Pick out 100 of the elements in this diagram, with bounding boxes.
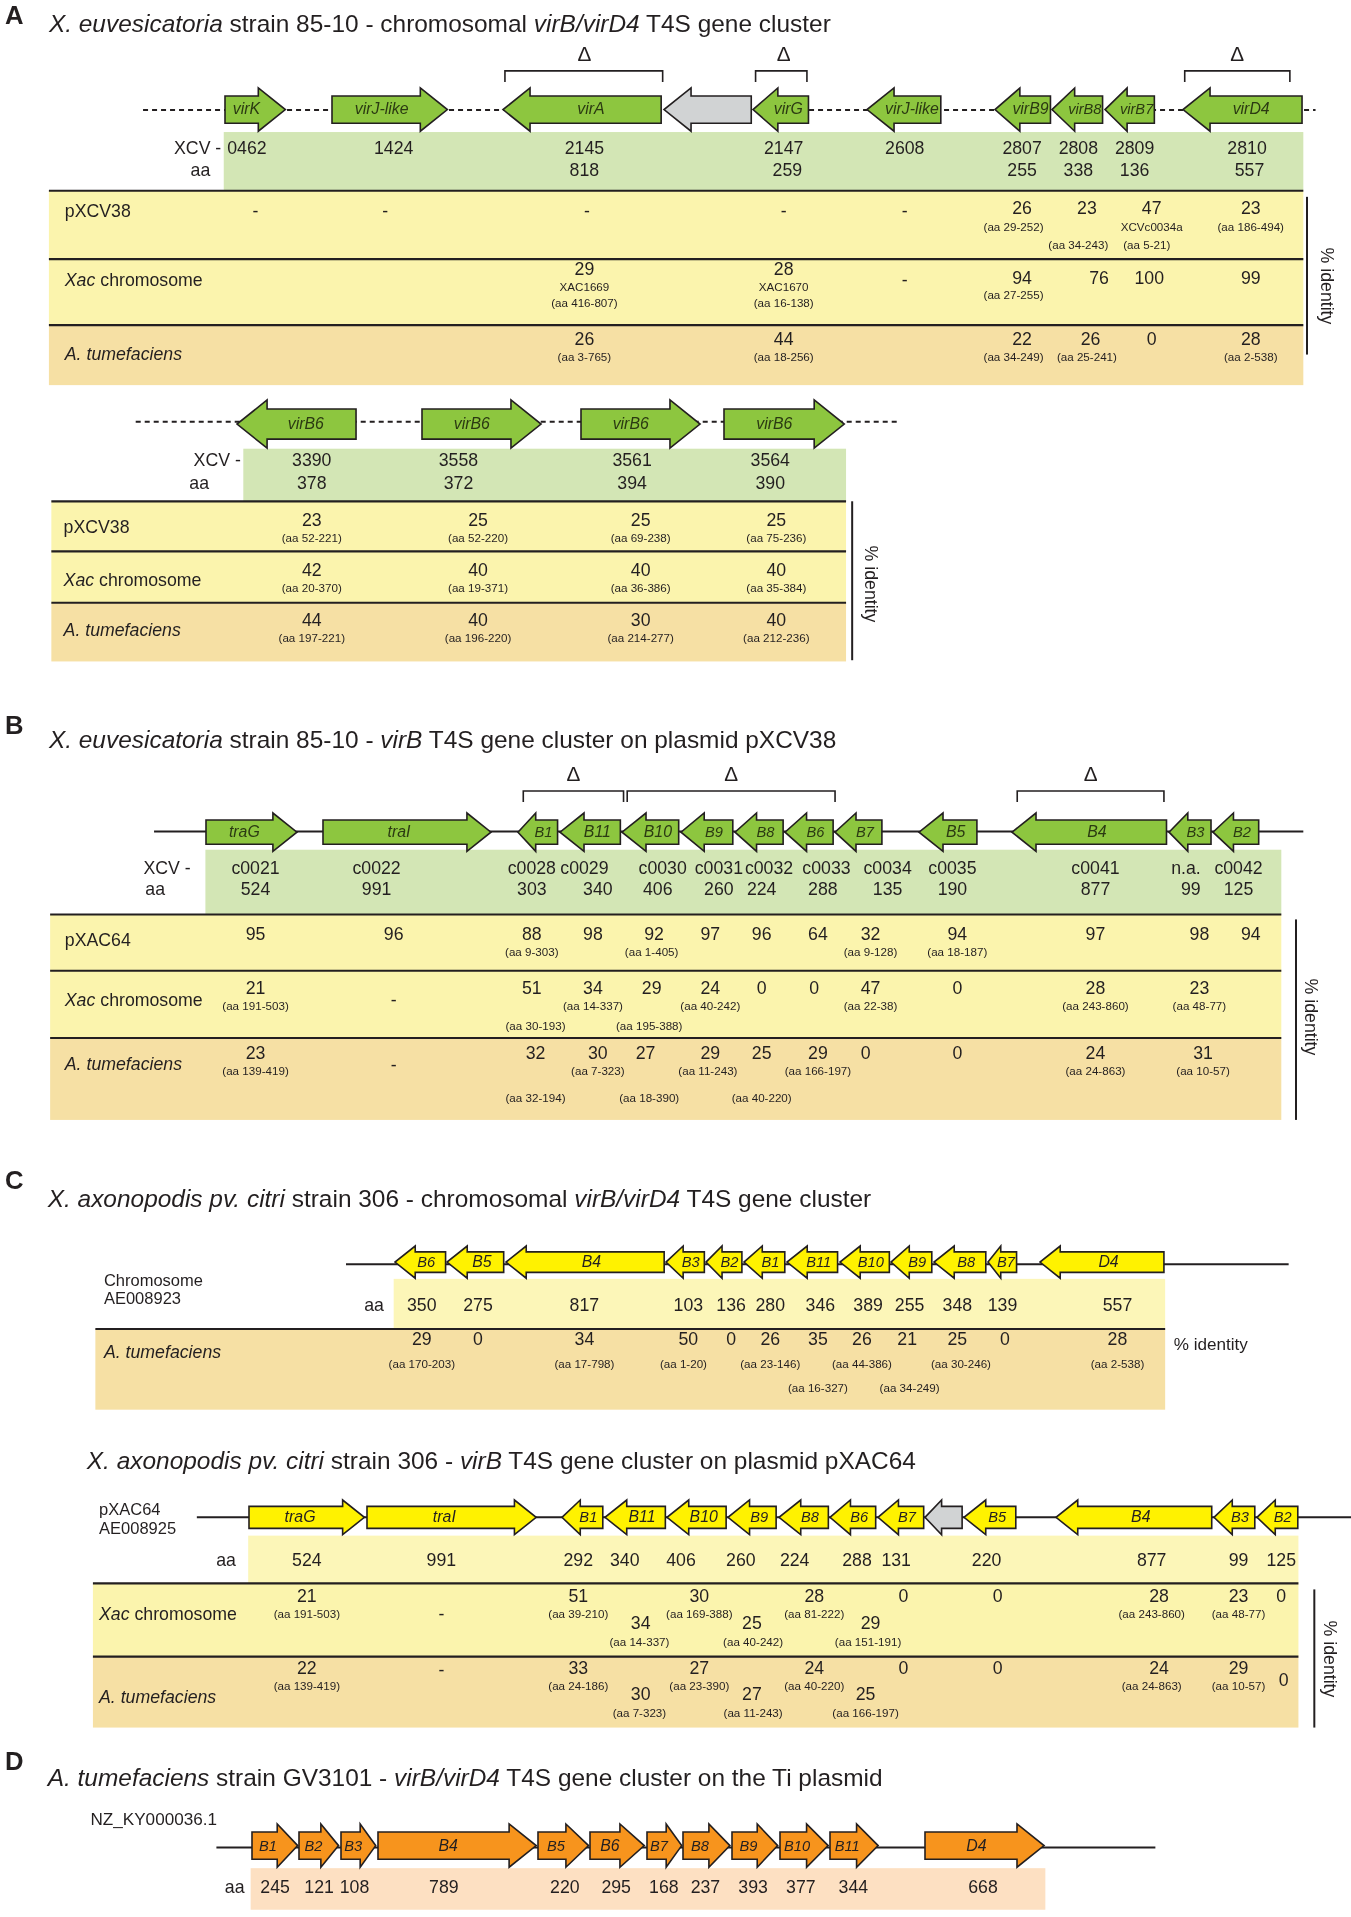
gene-symbol: B6 bbox=[783, 811, 834, 853]
table-value: 21 bbox=[297, 1587, 317, 1607]
table-value: 97 bbox=[700, 925, 721, 946]
table-value: 25 bbox=[855, 1684, 876, 1705]
table-value: 97 bbox=[1085, 925, 1106, 946]
table-value: 24 bbox=[804, 1659, 825, 1679]
table-value: 24 bbox=[700, 979, 721, 999]
table-value: 34 bbox=[630, 1613, 651, 1634]
gene-symbol: B1 bbox=[561, 1498, 604, 1536]
gene-symbol: B3 bbox=[339, 1822, 377, 1869]
gene-symbol: B3 bbox=[1167, 811, 1212, 853]
table-value: 190 bbox=[937, 880, 968, 900]
table-value: 991 bbox=[361, 880, 392, 900]
table-value: 76 bbox=[1089, 269, 1109, 289]
table-value: - bbox=[390, 1056, 397, 1076]
table-note: (aa 166-197) bbox=[832, 1706, 899, 1720]
table-value: 44 bbox=[773, 330, 794, 350]
blank-gene-symbol bbox=[924, 1498, 964, 1536]
table-note: (aa 14-337) bbox=[609, 1635, 670, 1649]
table-value: 3390 bbox=[292, 451, 332, 471]
table-value: 224 bbox=[746, 880, 777, 900]
table-value: 27 bbox=[689, 1659, 710, 1679]
table-value: 98 bbox=[1189, 925, 1210, 946]
table-value: 255 bbox=[1007, 161, 1037, 181]
gene-symbol: B1 bbox=[743, 1244, 787, 1279]
table-note: (aa 23-390) bbox=[669, 1679, 730, 1693]
table-value: 524 bbox=[240, 880, 271, 900]
table-value: 348 bbox=[942, 1296, 973, 1316]
row-header: A. tumefaciens bbox=[63, 621, 181, 641]
table-value: 789 bbox=[429, 1877, 459, 1898]
table-note: (aa 36-386) bbox=[610, 581, 671, 595]
gene-symbol: B4 bbox=[1055, 1498, 1213, 1536]
row-label: aa bbox=[145, 880, 166, 900]
table-value: 2810 bbox=[1227, 139, 1267, 159]
table-note: (aa 151-191) bbox=[834, 1635, 902, 1649]
gene-symbol: B7 bbox=[645, 1822, 683, 1869]
gene-symbol: B7 bbox=[986, 1244, 1018, 1279]
table-value: 338 bbox=[1063, 161, 1094, 181]
gene-symbol: virB9 bbox=[994, 86, 1052, 133]
table-value: 125 bbox=[1223, 880, 1254, 900]
table-value: 372 bbox=[443, 474, 474, 494]
table-value: 220 bbox=[550, 1877, 580, 1898]
table-value: 96 bbox=[383, 925, 404, 946]
table-value: 0 bbox=[952, 979, 963, 999]
table-note: (aa 195-388) bbox=[615, 1019, 683, 1033]
table-note: (aa 1-20) bbox=[659, 1358, 707, 1371]
table-value: 28 bbox=[1149, 1587, 1169, 1607]
table-note: (aa 40-220) bbox=[731, 1091, 792, 1105]
table-note: (aa 17-798) bbox=[554, 1358, 615, 1371]
table-value: 88 bbox=[521, 925, 542, 946]
table-note: (aa 7-323) bbox=[612, 1706, 667, 1720]
axis-label: % identity bbox=[1300, 978, 1321, 1056]
gene-symbol: B3 bbox=[665, 1244, 706, 1279]
table-note: XAC1670 bbox=[758, 280, 809, 294]
gene-symbol: B4 bbox=[504, 1244, 666, 1279]
table-note: (aa 19-371) bbox=[448, 581, 509, 595]
table-value: 29 bbox=[574, 260, 595, 280]
table-note: (aa 39-210) bbox=[548, 1607, 609, 1621]
gene-symbol: B11 bbox=[828, 1822, 880, 1869]
gene-symbol: B9 bbox=[679, 811, 734, 853]
row-header: pXAC64 bbox=[64, 931, 131, 952]
gene-symbol: B5 bbox=[963, 1498, 1018, 1536]
table-note: (aa 186-494) bbox=[1217, 221, 1284, 234]
deletion-symbol: Δ bbox=[566, 762, 581, 786]
gene-symbol: traI bbox=[365, 1498, 537, 1536]
table-value: 40 bbox=[468, 611, 488, 631]
table-value: c0042 bbox=[1214, 859, 1263, 880]
table-note: (aa 243-860) bbox=[1118, 1607, 1185, 1621]
table-value: 30 bbox=[630, 1684, 651, 1705]
row-label: aa bbox=[190, 161, 211, 181]
gene-symbol: traG bbox=[248, 1498, 366, 1536]
gene-symbol: B8 bbox=[777, 1498, 829, 1536]
table-value: 25 bbox=[947, 1330, 968, 1350]
table-value: 135 bbox=[872, 880, 903, 900]
side-label: NZ_KY000036.1 bbox=[90, 1811, 217, 1830]
gene-symbol: traG bbox=[205, 811, 299, 853]
table-note: (aa 5-21) bbox=[1123, 238, 1171, 251]
table-note: (aa 2-538) bbox=[1090, 1358, 1145, 1371]
table-value: 103 bbox=[673, 1296, 704, 1316]
table-note: (aa 11-243) bbox=[678, 1064, 738, 1078]
table-value: 121 bbox=[304, 1877, 334, 1898]
table-value: 34 bbox=[574, 1330, 595, 1350]
table-value: 98 bbox=[583, 925, 603, 946]
table-value: 0 bbox=[992, 1587, 1003, 1607]
table-value: 26 bbox=[1012, 199, 1032, 219]
table-value: 136 bbox=[1119, 161, 1150, 181]
table-value: 877 bbox=[1080, 880, 1111, 900]
gene-symbol: B10 bbox=[838, 1244, 891, 1279]
row-label: aa bbox=[224, 1877, 245, 1898]
gene-symbol: virK bbox=[223, 86, 287, 133]
table-value: 260 bbox=[726, 1551, 756, 1572]
table-value: 22 bbox=[297, 1659, 317, 1679]
gene-symbol: B2 bbox=[1211, 811, 1260, 853]
table-value: 22 bbox=[1012, 330, 1032, 350]
table-value: 2608 bbox=[885, 139, 925, 159]
axis-label: % identity bbox=[860, 546, 881, 623]
gene-symbol: virB7 bbox=[1104, 86, 1156, 133]
gene-symbol: virG bbox=[751, 86, 810, 133]
table-note: (aa 34-243) bbox=[1048, 238, 1109, 251]
table-value: 2145 bbox=[564, 139, 605, 159]
